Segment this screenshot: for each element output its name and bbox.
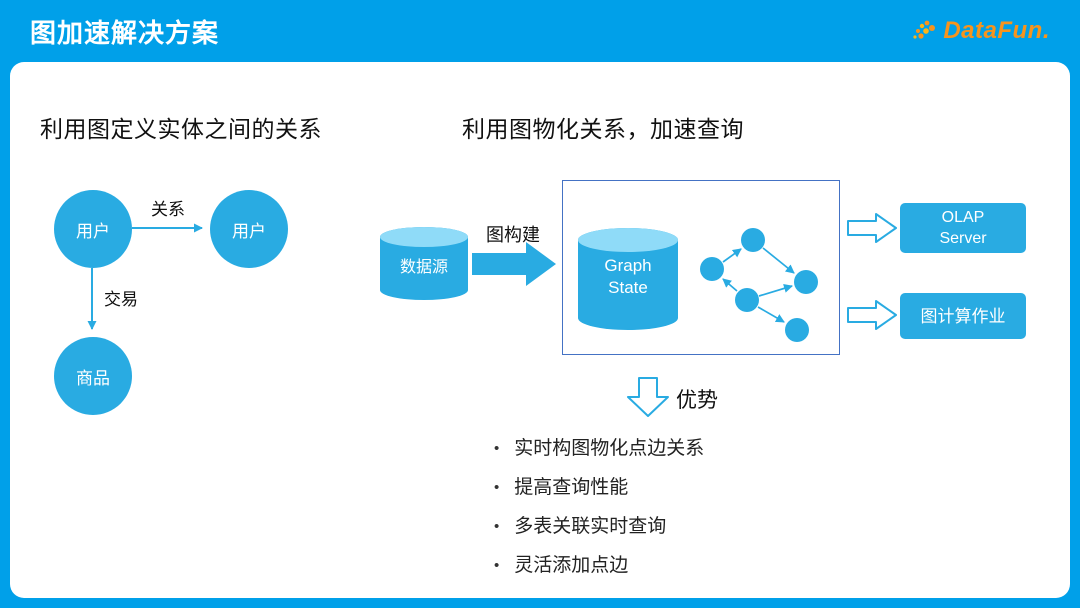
datasource-cylinder-top [380,227,468,247]
list-item: 多表关联实时查询 [494,516,854,538]
slide-body: 利用图定义实体之间的关系 利用图物化关系，加速查询 [10,62,1070,598]
list-item: 提高查询性能 [494,477,854,499]
node-user-1-label: 用户 [76,221,110,241]
node-product: 商品 [54,337,132,415]
transaction-edge-label: 交易 [104,290,138,309]
left-section-heading: 利用图定义实体之间的关系 [40,116,322,142]
header-bar: 图加速解决方案 DataFun. [0,0,1080,62]
olap-arrow [847,213,897,243]
graph-job-arrow [847,300,897,330]
olap-server-line1: OLAP [941,209,985,226]
graph-state-line2: State [608,278,648,297]
advantage-list: 实时构图物化点边关系 提高查询性能 多表关联实时查询 灵活添加点边 [494,438,854,594]
graph-job-box: 图计算作业 [900,293,1026,339]
logo-text: DataFun. [943,17,1050,44]
list-item: 灵活添加点边 [494,555,854,577]
olap-server-box: OLAP Server [900,203,1026,253]
relation-edge-label: 关系 [151,200,185,219]
logo-dots-icon [913,20,936,39]
build-arrow-label: 图构建 [486,225,540,245]
advantage-label: 优势 [676,389,718,412]
build-arrow [472,242,556,286]
node-product-label: 商品 [76,368,110,388]
list-item: 实时构图物化点边关系 [494,438,854,460]
node-user-2-label: 用户 [232,221,266,241]
node-user-1: 用户 [54,190,132,268]
olap-server-line2: Server [939,230,987,247]
advantage-arrow [627,377,669,417]
graph-state-line1: Graph [604,256,652,275]
right-section-heading: 利用图物化关系，加速查询 [462,116,744,142]
datasource-label: 数据源 [399,259,448,276]
graph-state-label: Graph State [578,255,678,299]
node-user-2: 用户 [210,190,288,268]
datafun-logo: DataFun. [912,17,1050,45]
graph-job-label: 图计算作业 [920,306,1006,326]
page-title: 图加速解决方案 [30,17,220,48]
